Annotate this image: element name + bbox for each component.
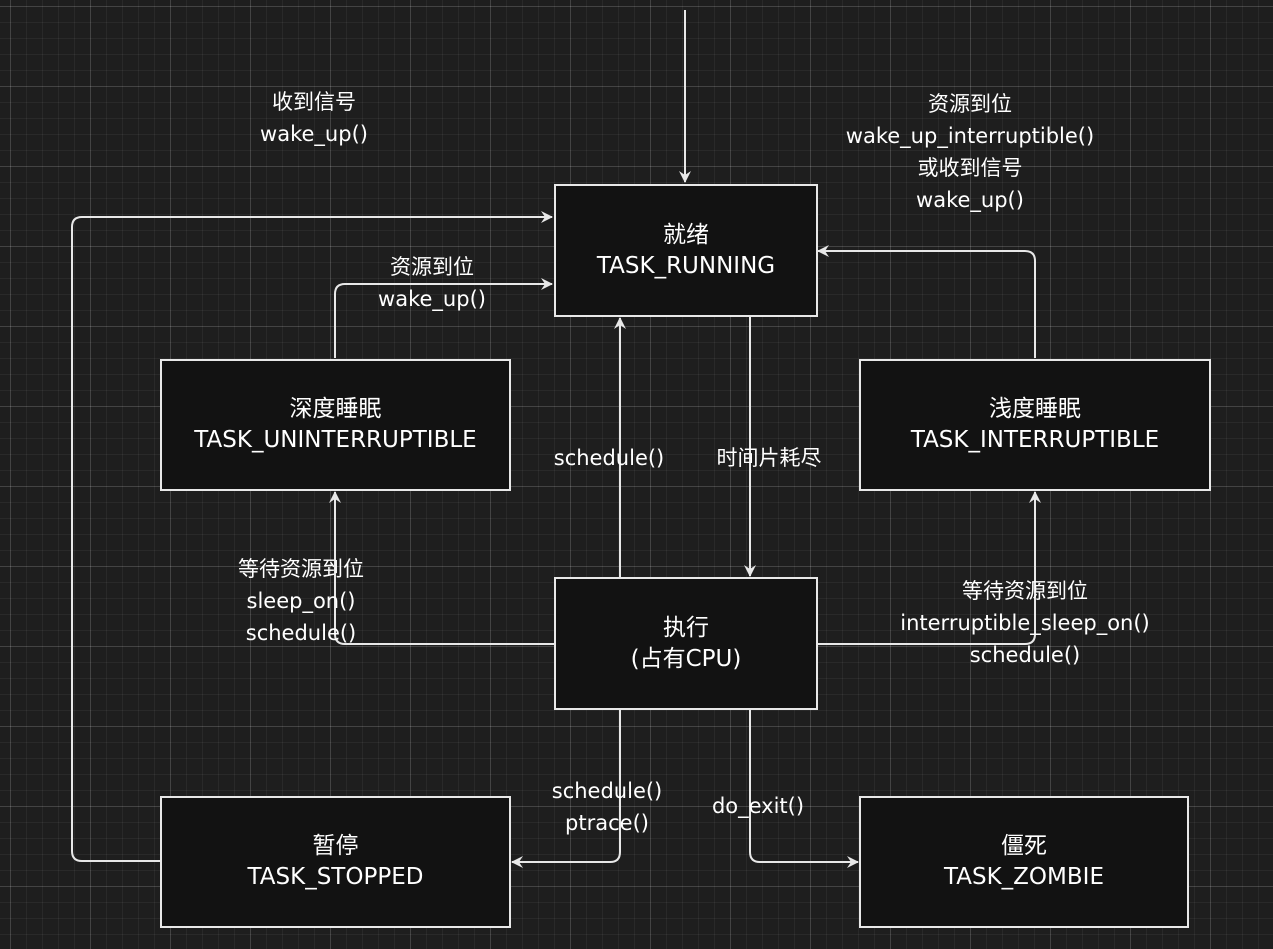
label-exec-to-deep-call: sleep_on(): [246, 589, 356, 613]
state-zombie-name: 僵死: [1001, 833, 1047, 859]
state-executing: 执行 (占有CPU): [554, 577, 818, 710]
label-exec-to-zombie: do_exit(): [712, 790, 804, 822]
state-stopped-name: 暂停: [312, 833, 359, 859]
label-stopped-to-ready-call: wake_up(): [260, 122, 368, 146]
label-exec-to-stopped: schedule() ptrace(): [552, 775, 663, 839]
state-light-sleep: 浅度睡眠 TASK_INTERRUPTIBLE: [859, 359, 1211, 491]
label-light-to-ready: 资源到位 wake_up_interruptible() 或收到信号 wake_…: [846, 88, 1094, 216]
state-light-sleep-code: TASK_INTERRUPTIBLE: [910, 427, 1160, 453]
label-light-to-ready-call2: wake_up(): [916, 188, 1024, 212]
label-ready-to-exec-event: 时间片耗尽: [716, 446, 822, 470]
label-deep-to-ready-event: 资源到位: [390, 255, 474, 279]
label-light-to-ready-event2: 或收到信号: [917, 156, 1023, 180]
label-exec-to-light-event: 等待资源到位: [961, 579, 1088, 603]
label-exec-to-deep-call2: schedule(): [245, 621, 357, 645]
label-stopped-to-ready-event: 收到信号: [272, 90, 356, 114]
state-zombie-code: TASK_ZOMBIE: [944, 864, 1104, 890]
label-deep-to-ready: 资源到位 wake_up(): [378, 251, 486, 315]
label-exec-to-ready: schedule(): [554, 442, 665, 474]
state-deep-sleep: 深度睡眠 TASK_UNINTERRUPTIBLE: [160, 359, 511, 491]
edge-stopped-to-ready: [71, 211, 553, 862]
state-executing-name: 执行: [663, 614, 709, 641]
edge-light-to-ready: [817, 245, 1036, 358]
label-ready-to-exec: 时间片耗尽: [717, 442, 822, 474]
label-exec-to-stopped-call2: ptrace(): [565, 811, 649, 835]
state-zombie: 僵死 TASK_ZOMBIE: [859, 796, 1189, 928]
state-stopped: 暂停 TASK_STOPPED: [160, 796, 511, 928]
label-light-to-ready-event: 资源到位: [927, 92, 1012, 116]
label-exec-to-light-call: interruptible_sleep_on(): [900, 611, 1150, 635]
edge-exec-to-zombie: [749, 709, 859, 868]
edge-exec-to-light: [817, 491, 1041, 645]
label-exec-to-deep-event: 等待资源到位: [238, 557, 364, 581]
state-executing-detail: (占有CPU): [630, 645, 742, 672]
label-light-to-ready-call: wake_up_interruptible(): [845, 124, 1095, 148]
edge-deep-to-ready: [334, 278, 553, 358]
state-deep-sleep-name: 深度睡眠: [289, 396, 382, 422]
label-exec-to-zombie-call: do_exit(): [711, 794, 805, 818]
state-deep-sleep-code: TASK_UNINTERRUPTIBLE: [194, 427, 477, 453]
label-exec-to-stopped-call: schedule(): [551, 779, 663, 803]
label-exec-to-light-call2: schedule(): [969, 643, 1081, 667]
label-exec-to-deep: 等待资源到位 sleep_on() schedule(): [238, 553, 364, 649]
state-ready-code: TASK_RUNNING: [596, 252, 776, 279]
label-stopped-to-ready: 收到信号 wake_up(): [260, 86, 368, 150]
state-ready-name: 就绪: [663, 221, 709, 248]
edge-exec-to-stopped: [511, 709, 621, 868]
label-exec-to-ready-call: schedule(): [553, 446, 665, 470]
label-deep-to-ready-call: wake_up(): [378, 287, 486, 311]
state-ready: 就绪 TASK_RUNNING: [554, 184, 818, 317]
state-stopped-code: TASK_STOPPED: [247, 864, 424, 890]
edge-exec-to-deep: [329, 491, 554, 645]
label-exec-to-light: 等待资源到位 interruptible_sleep_on() schedule…: [900, 575, 1149, 671]
state-light-sleep-name: 浅度睡眠: [989, 396, 1081, 422]
